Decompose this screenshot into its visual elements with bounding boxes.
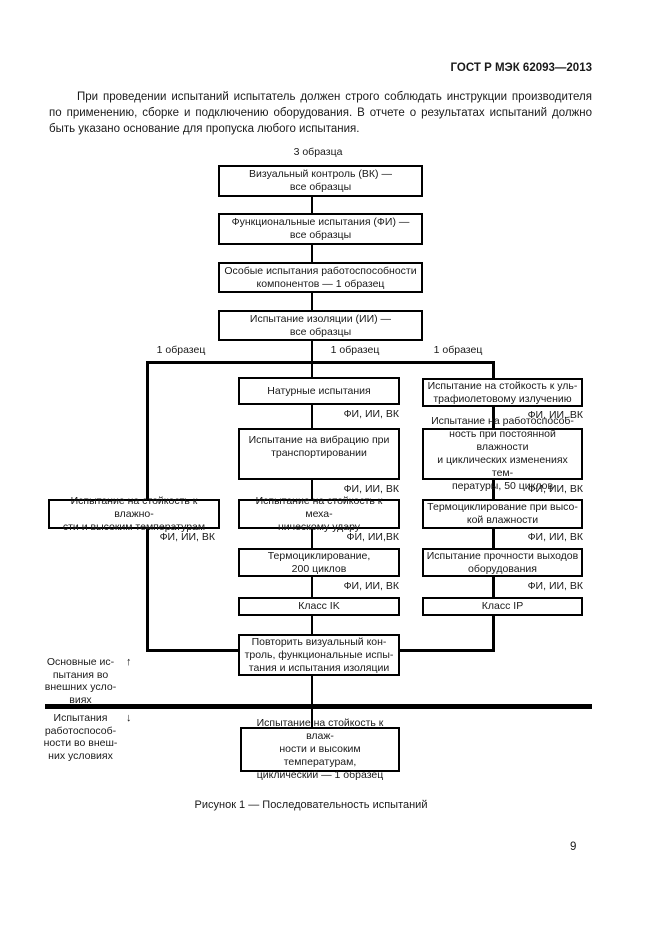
branch-label-middle: 1 образец	[330, 344, 380, 356]
up-arrow-icon: ↑	[126, 656, 132, 668]
down-arrow-icon: ↓	[126, 712, 132, 724]
tag-right-3: ФИ, ИИ, ВК	[527, 531, 583, 543]
flow-box-output-strength: Испытание прочности выходов оборудования	[422, 548, 583, 577]
flow-box-special-tests: Особые испытания работоспособности компо…	[218, 262, 423, 293]
sidenote-main-tests: Основные ис- пытания во внешних усло- ви…	[44, 656, 117, 706]
flow-box-vibration: Испытание на вибрацию при транспортирова…	[238, 428, 400, 480]
tag-right-1: ФИ, ИИ, ВК	[527, 409, 583, 421]
intro-paragraph: При проведении испытаний испытатель долж…	[49, 91, 592, 135]
samples-count-label: 3 образца	[293, 146, 343, 158]
tag-left-column: ФИ, ИИ, ВК	[159, 531, 215, 543]
section-divider	[45, 704, 592, 709]
connector-branch-horizontal	[146, 361, 495, 364]
tag-right-2: ФИ, ИИ, ВК	[527, 483, 583, 495]
tag-middle-3: ФИ, ИИ,ВК	[346, 531, 400, 543]
figure-caption: Рисунок 1 — Последовательность испытаний	[194, 799, 428, 811]
page-number: 9	[570, 841, 577, 853]
flow-box-thermal-cycling-humidity: Термоциклирование при высо- кой влажност…	[422, 499, 583, 529]
flow-box-uv-resistance: Испытание на стойкость к уль- трафиолето…	[422, 378, 583, 407]
flow-box-functional-tests: Функциональные испытания (ФИ) — все обра…	[218, 213, 423, 245]
flow-box-humidity-heat: Испытание на стойкость к влажно- сти и в…	[48, 495, 220, 533]
flow-box-final-humidity-cyclic: Испытание на стойкость к влаж- ности и в…	[240, 717, 400, 781]
flow-box-insulation-test: Испытание изоляции (ИИ) — все образцы	[218, 310, 423, 341]
tag-middle-2: ФИ, ИИ, ВК	[343, 483, 399, 495]
doc-number: ГОСТ Р МЭК 62093—2013	[450, 62, 592, 74]
branch-label-left: 1 образец	[156, 344, 206, 356]
flow-box-mechanical-shock: Испытание на стойкость к меха- ническому…	[238, 495, 400, 533]
flow-box-class-ip: Класс IP	[422, 597, 583, 616]
sidenote-performance-tests: Испытания работоспособ- ности во внеш- н…	[43, 712, 118, 762]
flow-box-humidity-cycling: Испытание на работоспособ- ность при пос…	[422, 415, 583, 492]
flow-box-field-tests: Натурные испытания	[238, 377, 400, 405]
tag-middle-1: ФИ, ИИ, ВК	[343, 408, 399, 420]
tag-middle-4: ФИ, ИИ, ВК	[343, 580, 399, 592]
flow-box-repeat-tests: Повторить визуальный кон- троль, функцио…	[238, 634, 400, 676]
tag-right-4: ФИ, ИИ, ВК	[527, 580, 583, 592]
flow-box-thermal-cycling-200: Термоциклирование, 200 циклов	[238, 548, 400, 577]
flow-box-visual-control: Визуальный контроль (ВК) — все образцы	[218, 165, 423, 197]
branch-label-right: 1 образец	[433, 344, 483, 356]
flow-box-class-ik: Класс IK	[238, 597, 400, 616]
